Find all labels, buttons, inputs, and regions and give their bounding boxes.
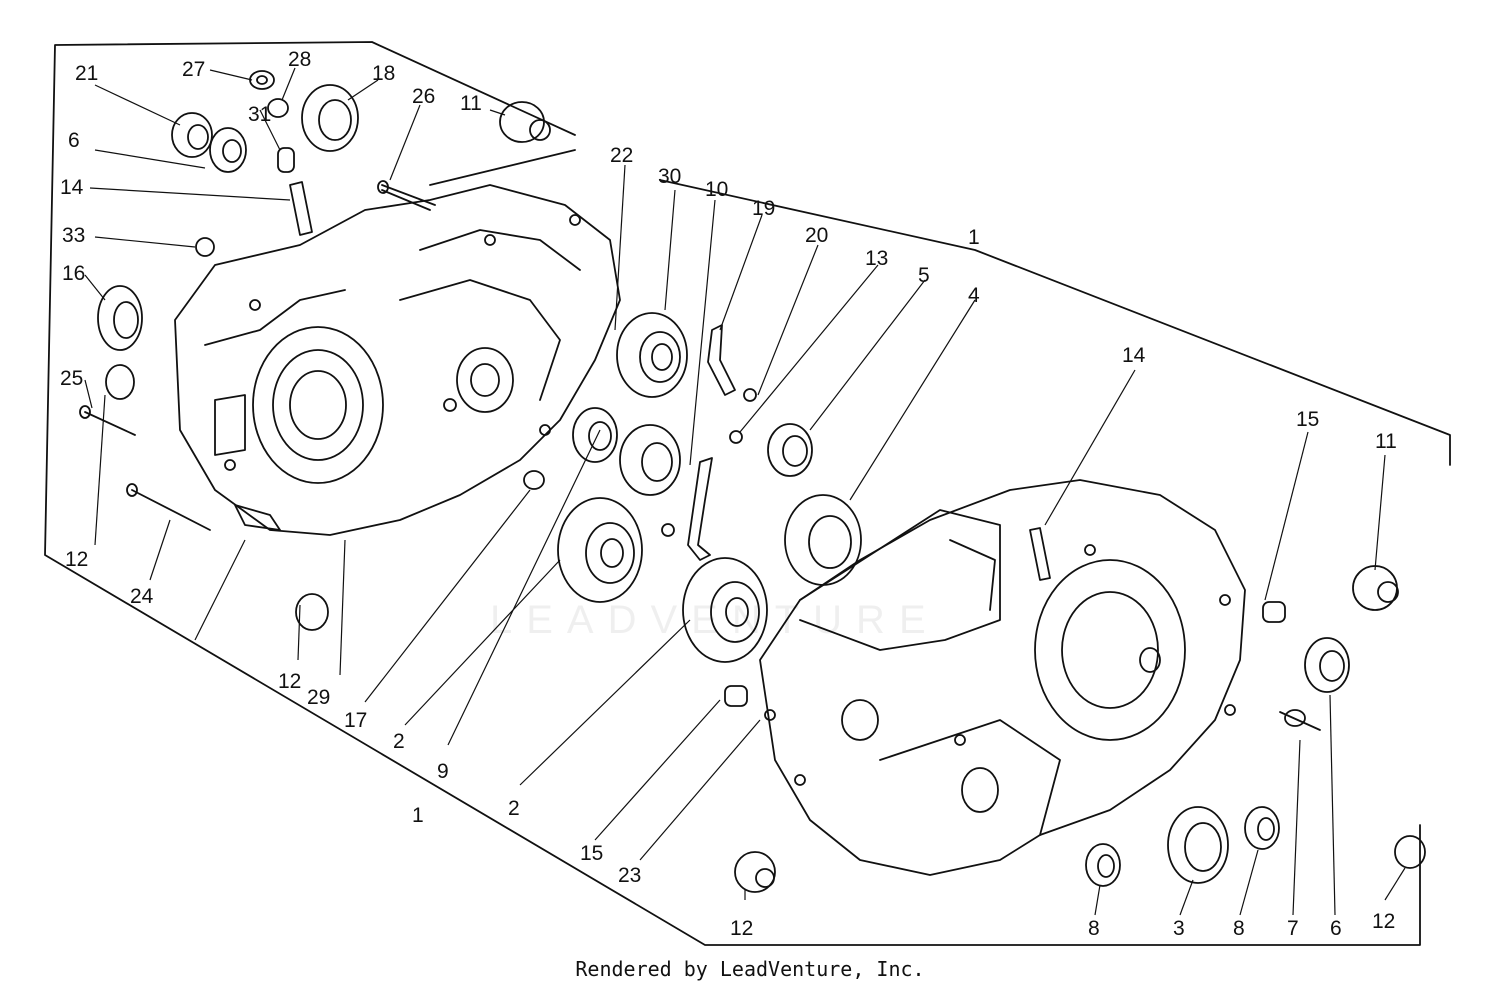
callout-2-right: 2 (508, 797, 520, 820)
needle-bearing-5 (767, 423, 813, 477)
plate-10 (687, 457, 713, 561)
callout-3: 3 (1173, 917, 1185, 940)
callout-1-right: 1 (968, 226, 980, 249)
pin-15-bottom (724, 685, 748, 707)
bolt-26 (377, 180, 436, 211)
callout-12-bottom: 12 (730, 917, 753, 940)
callout-15-right: 15 (1296, 408, 1319, 431)
watermark: LEADVENTURE (490, 598, 940, 642)
screw-9 (661, 523, 675, 537)
dowel-12-bottom-left (295, 593, 329, 631)
seal-21 (171, 112, 213, 158)
right-crankcase-half (759, 479, 1246, 876)
callout-21: 21 (75, 62, 98, 85)
callout-29: 29 (307, 686, 330, 709)
callout-25: 25 (60, 367, 83, 390)
leader-lines (84, 67, 1406, 916)
screw-20 (743, 388, 757, 402)
callout-23: 23 (618, 864, 641, 887)
callout-15-bottom: 15 (580, 842, 603, 865)
callout-26: 26 (412, 85, 435, 108)
callout-5: 5 (918, 264, 930, 287)
seal-3 (1167, 806, 1229, 884)
callout-6-right: 6 (1330, 917, 1342, 940)
bearing-22 (572, 407, 618, 463)
bearing-30 (616, 312, 688, 398)
bushing-28 (267, 98, 289, 118)
nut-13 (729, 430, 743, 444)
callout-11-top: 11 (460, 92, 482, 115)
callout-20: 20 (805, 224, 828, 247)
callout-14-left: 14 (60, 176, 84, 199)
callout-16: 16 (62, 262, 85, 285)
callout-19: 19 (752, 197, 775, 220)
group-boundary (44, 41, 1451, 946)
stud-14-right (1029, 527, 1051, 581)
washer-33 (195, 237, 215, 257)
callout-13: 13 (865, 247, 888, 270)
callout-28: 28 (288, 48, 311, 71)
callout-18: 18 (372, 62, 395, 85)
callout-10: 10 (705, 178, 728, 201)
callout-31: 31 (248, 103, 271, 126)
callout-17: 17 (344, 709, 367, 732)
callout-33: 33 (62, 224, 85, 247)
callout-7: 7 (1287, 917, 1299, 940)
callout-9: 9 (437, 760, 449, 783)
nut-29 (523, 470, 545, 490)
callout-6-top: 6 (68, 129, 80, 152)
callout-2-left: 2 (393, 730, 405, 753)
washer-27 (249, 70, 275, 90)
bearing-4 (784, 494, 862, 586)
bolt-12-left (79, 405, 136, 436)
callout-14-right: 14 (1122, 344, 1146, 367)
dowel-12-bottom (734, 851, 776, 893)
callout-4: 4 (968, 284, 980, 307)
bearing-17 (619, 424, 681, 496)
seal-18 (301, 84, 359, 152)
bearing-2-left (557, 497, 643, 603)
callout-24: 24 (130, 585, 154, 608)
bolt-24 (126, 483, 211, 531)
callout-8-left: 8 (1088, 917, 1100, 940)
dowel-12-right (1394, 835, 1426, 869)
needle-bearing-6-top (209, 127, 247, 173)
callout-22: 22 (610, 144, 633, 167)
pin-15-right (1262, 601, 1286, 623)
seal-8-a (1085, 843, 1121, 887)
needle-bearing-6 (1304, 637, 1350, 693)
callout-30: 30 (658, 165, 681, 188)
dowel-25 (105, 364, 135, 400)
callout-8-right: 8 (1233, 917, 1245, 940)
stud-14-top (289, 181, 313, 236)
dowel-11-right (1352, 565, 1399, 611)
footer-credit: Rendered by LeadVenture, Inc. (575, 957, 925, 981)
callout-27: 27 (182, 58, 205, 81)
callout-12-left: 12 (65, 548, 88, 571)
plug-7 (1279, 709, 1321, 731)
sleeve-31 (277, 147, 295, 173)
plate-19 (707, 324, 736, 396)
left-crankcase-half (174, 184, 621, 536)
callout-12-right: 12 (1372, 910, 1395, 933)
seal-8-b (1244, 806, 1280, 850)
callout-11-right: 11 (1375, 430, 1397, 453)
dowel-11-top (499, 101, 551, 143)
bearing-2-right (682, 557, 768, 663)
callout-12-bottom-left: 12 (278, 670, 301, 693)
callout-1-left: 1 (412, 804, 424, 827)
seal-16 (97, 285, 143, 351)
callouts: 21 27 28 18 26 11 6 31 14 33 16 25 12 24… (60, 48, 1397, 940)
